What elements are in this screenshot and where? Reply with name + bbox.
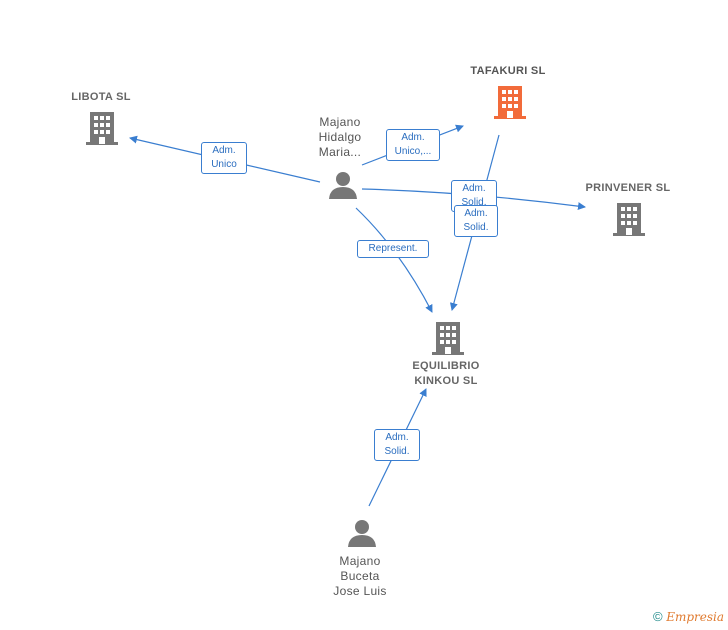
node-majano-jose[interactable]: Majano Buceta Jose Luis [320, 554, 400, 599]
edge-label-tafakuri-equilibrio[interactable]: Adm. Solid. [454, 205, 498, 237]
node-majano-maria-label: Majano Hidalgo Maria... [318, 115, 362, 159]
person-icon [329, 172, 357, 199]
node-prinvener[interactable]: PRINVENER SL [578, 181, 678, 196]
node-tafakuri[interactable]: TAFAKURI SL [452, 64, 564, 79]
node-equilibrio-label: EQUILIBRIO KINKOU SL [412, 360, 480, 387]
building-icon [432, 322, 464, 355]
node-libota[interactable]: LIBOTA SL [58, 90, 144, 105]
edge-label-represent[interactable]: Represent. [357, 240, 429, 258]
building-icon [613, 203, 645, 236]
node-prinvener-label: PRINVENER SL [585, 182, 671, 194]
node-equilibrio[interactable]: EQUILIBRIO KINKOU SL [396, 359, 496, 389]
node-tafakuri-label: TAFAKURI SL [470, 65, 546, 77]
edge-maria-equilibrio [355, 207, 433, 313]
edge-label-libota[interactable]: Adm. Unico [201, 142, 247, 174]
brand-logo: Empresia [666, 610, 724, 624]
person-icon [348, 520, 376, 547]
node-majano-maria[interactable]: Majano Hidalgo Maria... [300, 115, 380, 160]
footer-brand: © Empresia [653, 609, 724, 624]
building-icon [86, 112, 118, 145]
edge-label-jose-equilibrio[interactable]: Adm. Solid. [374, 429, 420, 461]
node-libota-label: LIBOTA SL [71, 91, 131, 103]
copyright-icon: © [652, 609, 663, 624]
edge-label-tafakuri[interactable]: Adm. Unico,... [386, 129, 440, 161]
building-icon [494, 86, 526, 119]
node-majano-jose-label: Majano Buceta Jose Luis [333, 554, 387, 598]
